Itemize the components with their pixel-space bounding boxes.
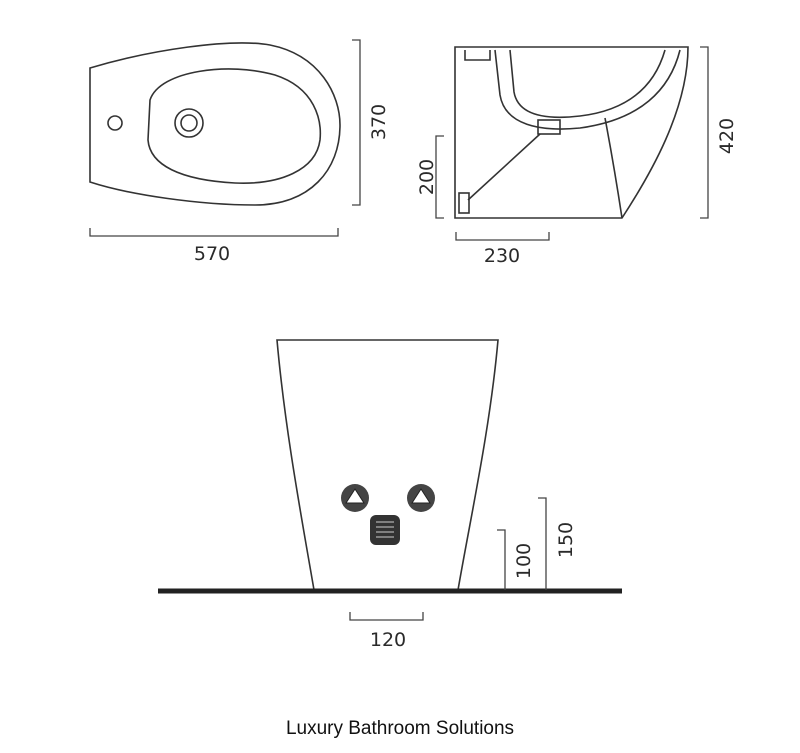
front-view: 120 100 150 — [158, 339, 622, 651]
waste-outlet-icon — [370, 515, 400, 545]
depth-dim-line — [352, 39, 361, 206]
inlet-low-dim-label: 100 — [513, 543, 535, 579]
side-view: 420 200 230 — [416, 46, 738, 267]
front-view-outline — [276, 339, 499, 591]
height-dim-label: 420 — [716, 118, 738, 154]
width-dim-label: 570 — [194, 243, 230, 265]
caption: Luxury Bathroom Solutions — [285, 718, 515, 739]
side-view-back-curve — [604, 117, 623, 219]
inlet-height-dim-line — [435, 135, 444, 219]
side-view-bowl — [494, 49, 681, 130]
side-view-wall-lip — [464, 50, 491, 61]
drain-outer-icon — [174, 108, 204, 138]
inlet-height-dim-label: 200 — [416, 159, 438, 195]
waste-width-dim-label: 120 — [370, 629, 406, 651]
waste-width-dim-line — [349, 612, 424, 621]
inlet-offset-dim-line — [455, 232, 550, 241]
drain-inner-icon — [180, 114, 198, 132]
top-view: 570 370 — [89, 39, 390, 265]
top-view-outline — [89, 42, 341, 206]
side-view-inlet — [458, 192, 470, 214]
inlet-low-dim-line — [497, 529, 506, 590]
inlet-high-dim-label: 150 — [555, 522, 577, 558]
side-view-outlet — [537, 119, 561, 135]
tap-hole-icon — [107, 115, 123, 131]
top-view-bowl — [147, 68, 322, 184]
valve-left-arrow-icon — [345, 488, 365, 504]
inlet-high-dim-line — [538, 497, 547, 590]
depth-dim-label: 370 — [368, 104, 390, 140]
waste-grille-icon — [376, 521, 394, 538]
side-view-pipe — [467, 133, 541, 201]
side-view-outline — [454, 46, 689, 219]
inlet-offset-dim-label: 230 — [484, 245, 520, 267]
height-dim-line — [700, 46, 709, 219]
valve-right-arrow-icon — [411, 488, 431, 504]
width-dim-line — [89, 228, 339, 237]
side-view-bowl-inner — [509, 49, 666, 119]
